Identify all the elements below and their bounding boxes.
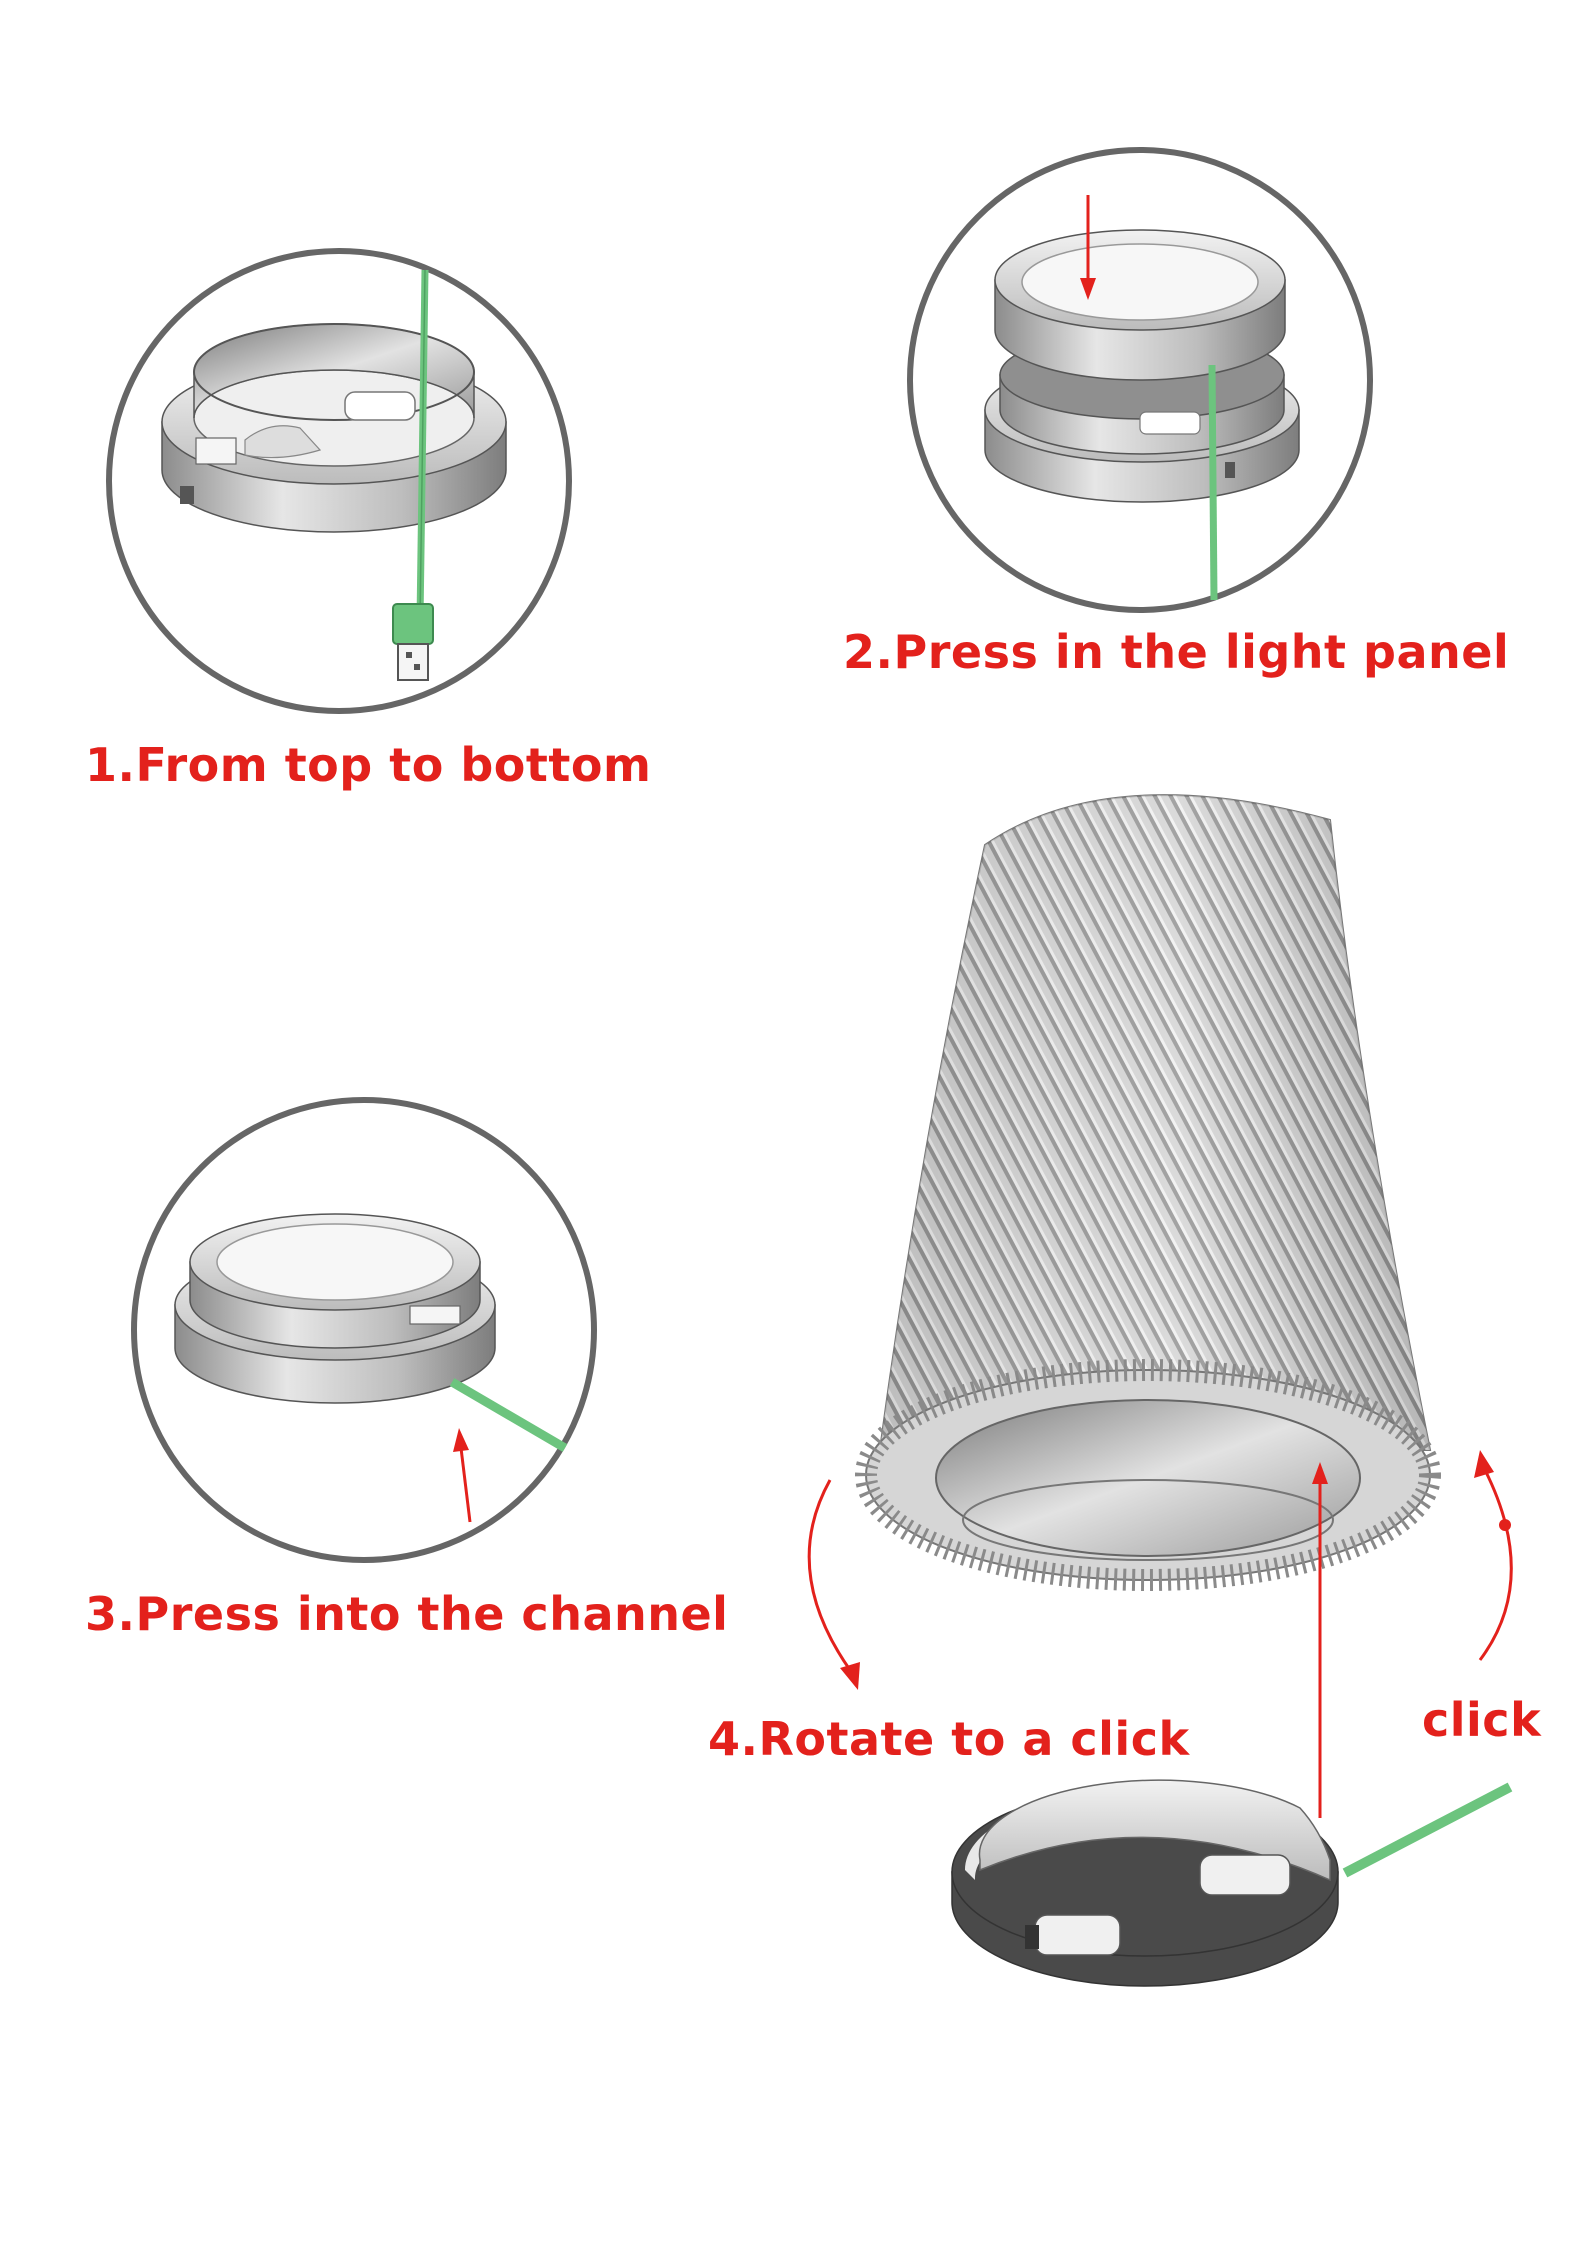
step1-caption: 1.From top to bottom [85, 738, 652, 792]
step4-insert-arrow [1312, 1462, 1328, 1818]
click-caption: click [1422, 1693, 1542, 1747]
step1-usb-cable [392, 269, 434, 681]
step3-press-arrow [453, 1428, 472, 1523]
base-plate [951, 1779, 1339, 1987]
step4-cable [1342, 1782, 1513, 1878]
step1-detail-circle [106, 248, 572, 714]
step2-cable [1208, 364, 1218, 601]
step2-caption: 2.Press in the light panel [843, 625, 1510, 679]
step4-caption: 4.Rotate to a click [708, 1712, 1190, 1766]
step3-caption: 3.Press into the channel [85, 1587, 729, 1641]
step2-press-arrow [1080, 195, 1096, 300]
lamp-heatsink-body [855, 794, 1441, 1591]
step3-detail-circle [131, 1097, 597, 1563]
step3-cable [449, 1378, 568, 1452]
rotate-arrow-right [1474, 1450, 1513, 1661]
rotate-arrow-left [807, 1479, 860, 1690]
step2-detail-circle [907, 147, 1373, 613]
